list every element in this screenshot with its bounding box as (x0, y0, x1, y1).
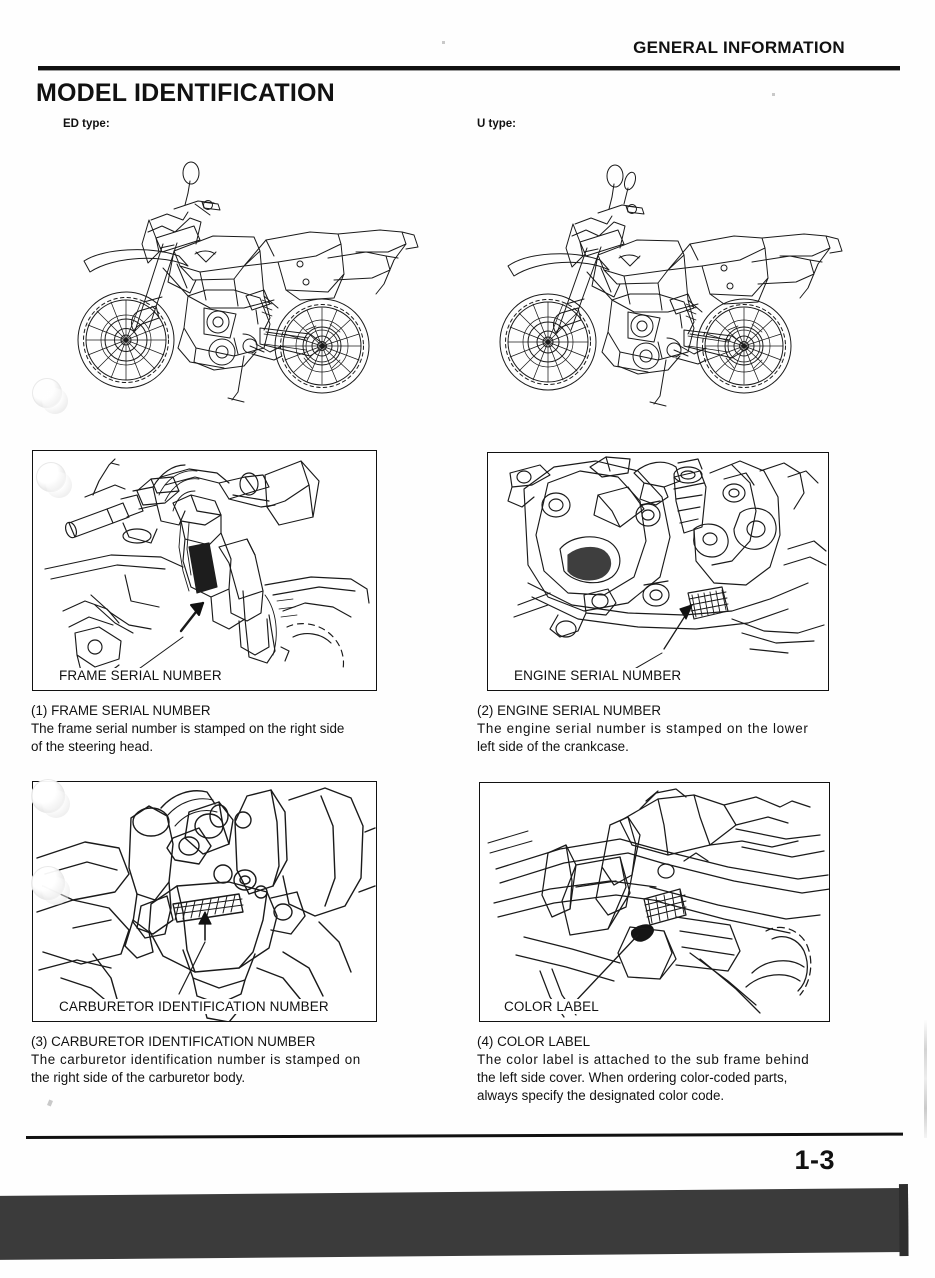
caption-title: (1) FRAME SERIAL NUMBER (31, 703, 211, 718)
caption-line: always specify the designated color code… (477, 1087, 725, 1103)
figure-caption-engine-serial-number: ENGINE SERIAL NUMBER (512, 668, 684, 683)
figure-caption-color-label: COLOR LABEL (502, 999, 601, 1014)
motorcycle-illustration-u-type (476, 148, 876, 428)
caption-block-color-label: (4) COLOR LABEL The color label is attac… (477, 1033, 881, 1105)
caption-line: The color label is attached to the sub f… (477, 1052, 810, 1068)
figure-box-color-label: COLOR LABEL (479, 782, 830, 1022)
figure-box-frame-serial-number: FRAME SERIAL NUMBER (32, 450, 377, 691)
caption-body: The frame serial number is stamped on th… (31, 720, 435, 756)
caption-block-carburetor-identification-number: (3) CARBURETOR IDENTIFICATION NUMBER The… (31, 1033, 435, 1087)
caption-line: left side of the crankcase. (477, 738, 629, 754)
caption-line: of the steering head. (31, 738, 154, 754)
caption-title: (4) COLOR LABEL (477, 1034, 591, 1049)
figure-box-engine-serial-number: ENGINE SERIAL NUMBER (487, 452, 829, 691)
motorcycle-illustration-ed-type (38, 148, 438, 428)
scan-speck (442, 41, 445, 44)
caption-line: the left side cover. When ordering color… (477, 1069, 788, 1085)
caption-body: The color label is attached to the sub f… (477, 1051, 881, 1104)
page-title: MODEL IDENTIFICATION (36, 79, 335, 107)
figure-box-carburetor-identification-number: CARBURETOR IDENTIFICATION NUMBER (32, 781, 377, 1022)
caption-block-engine-serial-number: (2) ENGINE SERIAL NUMBER The engine seri… (477, 702, 881, 756)
caption-line: The engine serial number is stamped on t… (477, 721, 809, 737)
scan-dark-band-artifact (0, 1188, 909, 1260)
label-ed-type: ED type: (63, 118, 110, 130)
figure-caption-carburetor-identification-number: CARBURETOR IDENTIFICATION NUMBER (57, 999, 331, 1014)
caption-title: (2) ENGINE SERIAL NUMBER (477, 703, 662, 718)
page-number: 1-3 (794, 1145, 835, 1175)
caption-title: (3) CARBURETOR IDENTIFICATION NUMBER (31, 1034, 316, 1049)
scan-edge-artifact (924, 1020, 927, 1138)
caption-line: The frame serial number is stamped on th… (31, 721, 345, 737)
caption-line: The carburetor identification number is … (31, 1052, 361, 1068)
scan-speck (772, 93, 775, 96)
caption-body: The carburetor identification number is … (31, 1051, 435, 1087)
caption-body: The engine serial number is stamped on t… (477, 720, 881, 756)
figure-caption-frame-serial-number: FRAME SERIAL NUMBER (57, 668, 224, 683)
caption-line: the right side of the carburetor body. (31, 1069, 246, 1085)
page-header-section-title: GENERAL INFORMATION (633, 38, 845, 57)
caption-block-frame-serial-number: (1) FRAME SERIAL NUMBER The frame serial… (31, 702, 435, 756)
header-divider-rule (38, 66, 900, 71)
footer-divider-rule (25, 1132, 903, 1139)
label-u-type: U type: (477, 118, 516, 130)
scan-speck (47, 1099, 53, 1107)
